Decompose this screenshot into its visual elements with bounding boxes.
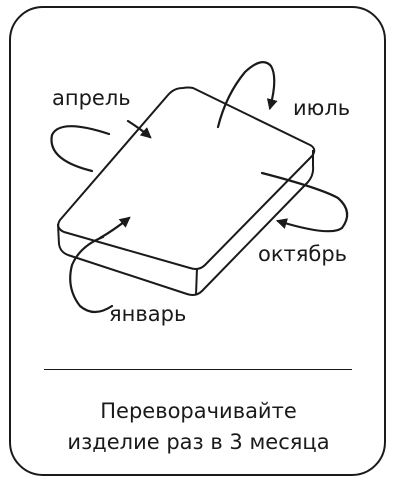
caption-line-1: Переворачивайте xyxy=(100,399,297,423)
label-april: апрель xyxy=(52,86,131,110)
label-january: январь xyxy=(109,302,187,326)
caption-line-2: изделие раз в 3 месяца xyxy=(67,430,330,454)
instruction-card xyxy=(9,6,386,476)
rotation-arrow-april xyxy=(50,119,152,173)
rotation-arrow-january xyxy=(69,216,131,314)
rotation-arrow-october xyxy=(260,171,349,233)
label-july: июль xyxy=(293,96,351,120)
mattress-block xyxy=(57,86,316,296)
divider-line xyxy=(44,369,352,370)
mattress-rotation-diagram xyxy=(50,61,349,314)
label-october: октябрь xyxy=(258,242,348,266)
rotation-arrow-july xyxy=(216,61,278,129)
